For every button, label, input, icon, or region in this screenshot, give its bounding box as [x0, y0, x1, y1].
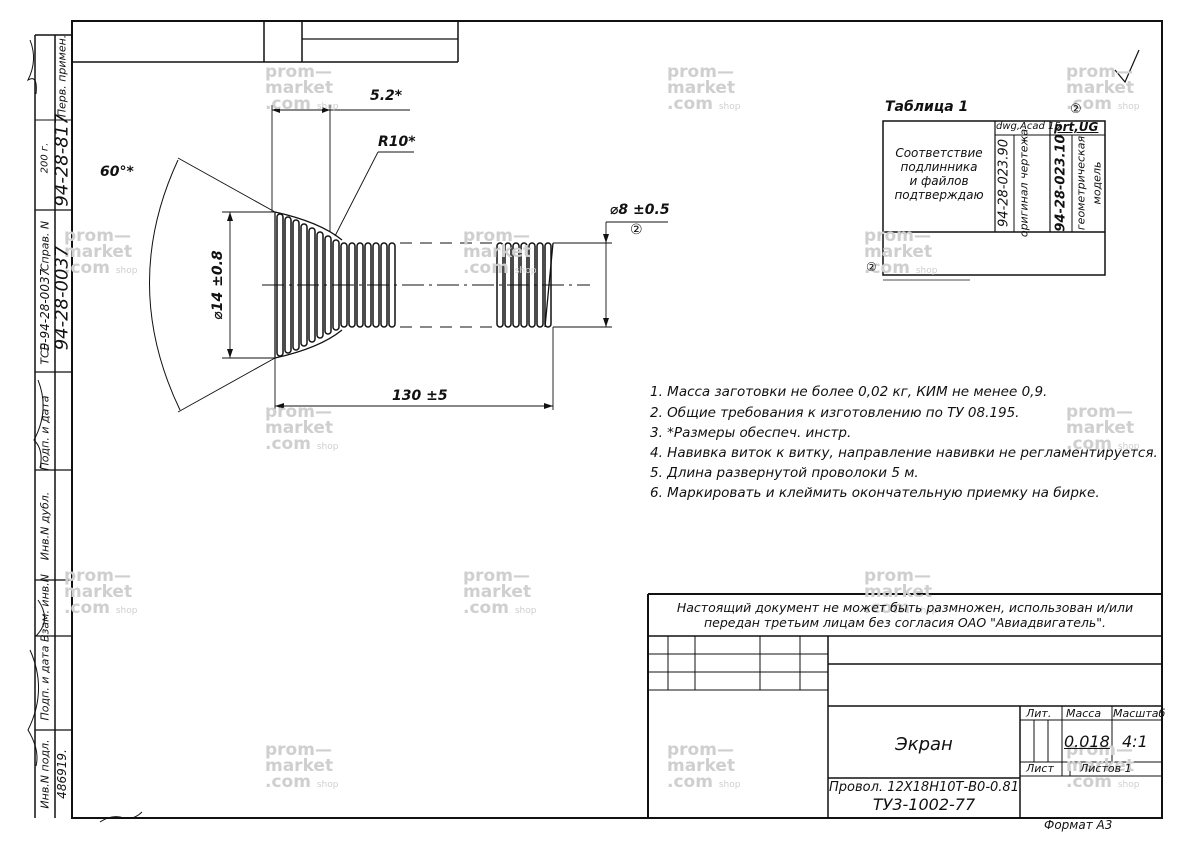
- material-spec: Провол. 12Х18Н10Т-В0-0.81 ТУ3-1002-77: [829, 780, 1019, 814]
- outer-frame: [71, 20, 1163, 819]
- table1-col2-header: prt,UG: [1054, 120, 1099, 134]
- stamp-code-perv: 94-28-817: [51, 113, 73, 207]
- label-podp-data: Подп. и дата: [38, 395, 52, 471]
- watermark: prom—market.com shop: [667, 740, 741, 792]
- note-3: 3. *Размеры обеспеч. инстр.: [650, 425, 852, 441]
- mass-value: 0.018: [1064, 732, 1110, 751]
- table1-col1-desc: оригинал чертежа: [1017, 128, 1031, 238]
- table1-bottom-mark: ②: [866, 260, 877, 274]
- table1-confirm-text: Соответствие подлинника и файлов подтвер…: [894, 146, 984, 202]
- label-sprav-n: Справ. N: [38, 220, 52, 272]
- lit-label: Лит.: [1026, 707, 1052, 720]
- scale-value: 4:1: [1122, 732, 1148, 751]
- mass-label: Масса: [1066, 707, 1102, 720]
- part-name: Экран: [895, 734, 953, 755]
- note-6: 6. Маркировать и клеймить окончательную …: [650, 485, 1100, 501]
- watermark: prom—market.com shop: [1066, 402, 1140, 454]
- table1-col2-desc2: модель: [1090, 161, 1104, 205]
- note-5: 5. Длина развернутой проволоки 5 м.: [650, 465, 919, 481]
- dim-inner-diameter-mark: ②: [630, 222, 643, 238]
- note-1: 1. Масса заготовки не более 0,02 кг, КИМ…: [650, 384, 1048, 400]
- format-label: Формат А3: [1044, 818, 1113, 832]
- watermark: prom—market.com shop: [667, 62, 741, 114]
- table1-col1-code: 94-28-023.90: [996, 139, 1012, 227]
- dim-radius: R10*: [378, 134, 416, 150]
- watermark: prom—market.com shop: [265, 402, 339, 454]
- dim-angle: 60°*: [100, 164, 134, 180]
- dim-pitch: 5.2*: [370, 88, 403, 104]
- watermark: prom—market.com shop: [64, 226, 138, 278]
- watermark: prom—market.com shop: [1066, 62, 1140, 114]
- table1-col2-desc1: геометрическая: [1074, 135, 1088, 231]
- label-perv-primen: Перв. примен.: [55, 34, 69, 118]
- table1-title: Таблица 1: [885, 99, 969, 115]
- scale-label: Масштаб: [1113, 707, 1166, 720]
- stamp-code-e: Э-94-28-0037: [38, 268, 52, 352]
- dim-length: 130 ±5: [392, 388, 448, 404]
- sheet-label: Лист: [1026, 762, 1054, 775]
- label-inv-dubl: Инв.N дубл.: [38, 491, 52, 561]
- watermark: prom—market.com shop: [463, 566, 537, 618]
- label-podp-data-2: Подп. и дата: [38, 645, 52, 721]
- label-inv-podl: Инв.N подл.: [38, 739, 52, 809]
- watermark: prom—market.com shop: [265, 62, 339, 114]
- note-4: 4. Навивка виток к витку, направление на…: [650, 445, 1158, 461]
- table1-col1-header: dwg,Acad 15: [996, 121, 1061, 132]
- dim-outer-diameter: ⌀14 ±0.8: [210, 250, 226, 320]
- watermark: prom—market.com shop: [864, 226, 938, 278]
- inv-podl-number: 486919.: [55, 749, 69, 799]
- label-vzam-inv: Взам. инв.N: [38, 574, 52, 642]
- watermark: prom—market.com shop: [64, 566, 138, 618]
- watermark: prom—market.com shop: [265, 740, 339, 792]
- table1-col2-code: 94-28-023.10: [1053, 134, 1069, 232]
- table1-header-mark: ②: [1070, 102, 1082, 117]
- stamp-code-tce: TCE: [38, 343, 52, 365]
- watermark: prom—market.com shop: [864, 566, 938, 618]
- copyright-notice: Настоящий документ не может быть размнож…: [676, 600, 1134, 630]
- label-god: 200 г.: [39, 142, 51, 174]
- note-2: 2. Общие требования к изготовлению по ТУ…: [650, 405, 1020, 421]
- watermark: prom—market.com shop: [1066, 740, 1140, 792]
- dim-inner-diameter: ⌀8 ±0.5: [610, 202, 670, 218]
- watermark: prom—market.com shop: [463, 226, 537, 278]
- sheets-label: Листов 1: [1080, 762, 1132, 775]
- stamp-code-sprav: 94-28-0037: [51, 245, 73, 351]
